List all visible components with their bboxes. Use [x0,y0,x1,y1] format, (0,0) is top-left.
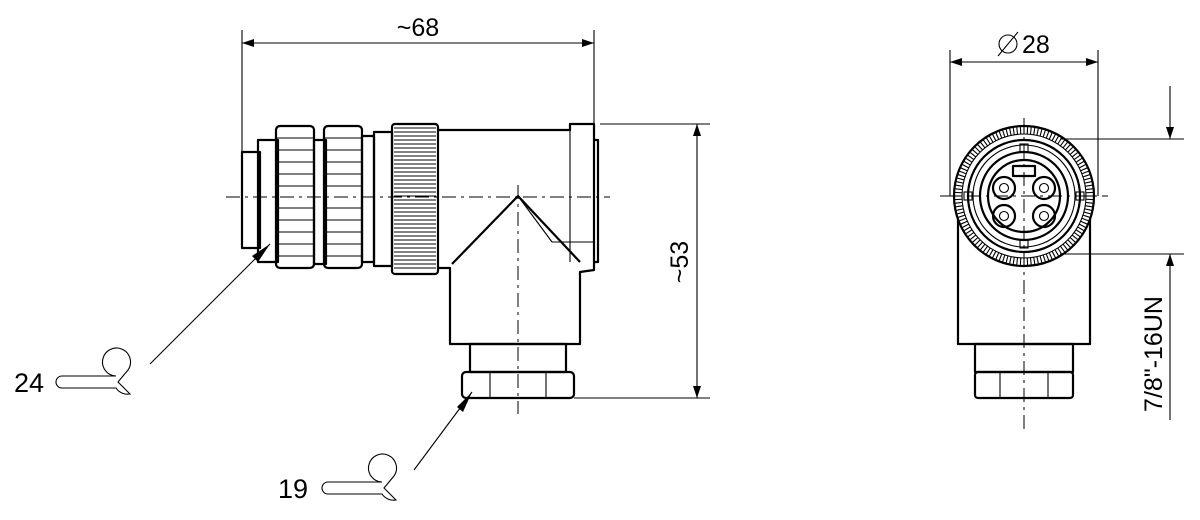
diameter-symbol-icon [997,31,1019,57]
wrench-size-coupling-label: 24 [14,368,44,398]
front-view: 28 [940,31,1184,434]
length-dimension-label: ~68 [397,14,439,42]
wrench-size-gland-label: 19 [278,474,308,504]
diameter-dimension-label: 28 [1022,31,1050,59]
contact-pins [991,175,1057,229]
thread-dimension-label: 7/8"-16UN [1140,296,1168,412]
knurled-ring [390,122,440,276]
wrench-icon [55,347,132,395]
wrench-callout-coupling: 24 [14,243,271,398]
height-dimension-label: ~53 [666,241,694,283]
cable-gland [460,342,576,400]
wrench-callout-gland: 19 [278,391,473,504]
side-view: ~68 [226,14,710,414]
wrench-icon [321,453,398,501]
